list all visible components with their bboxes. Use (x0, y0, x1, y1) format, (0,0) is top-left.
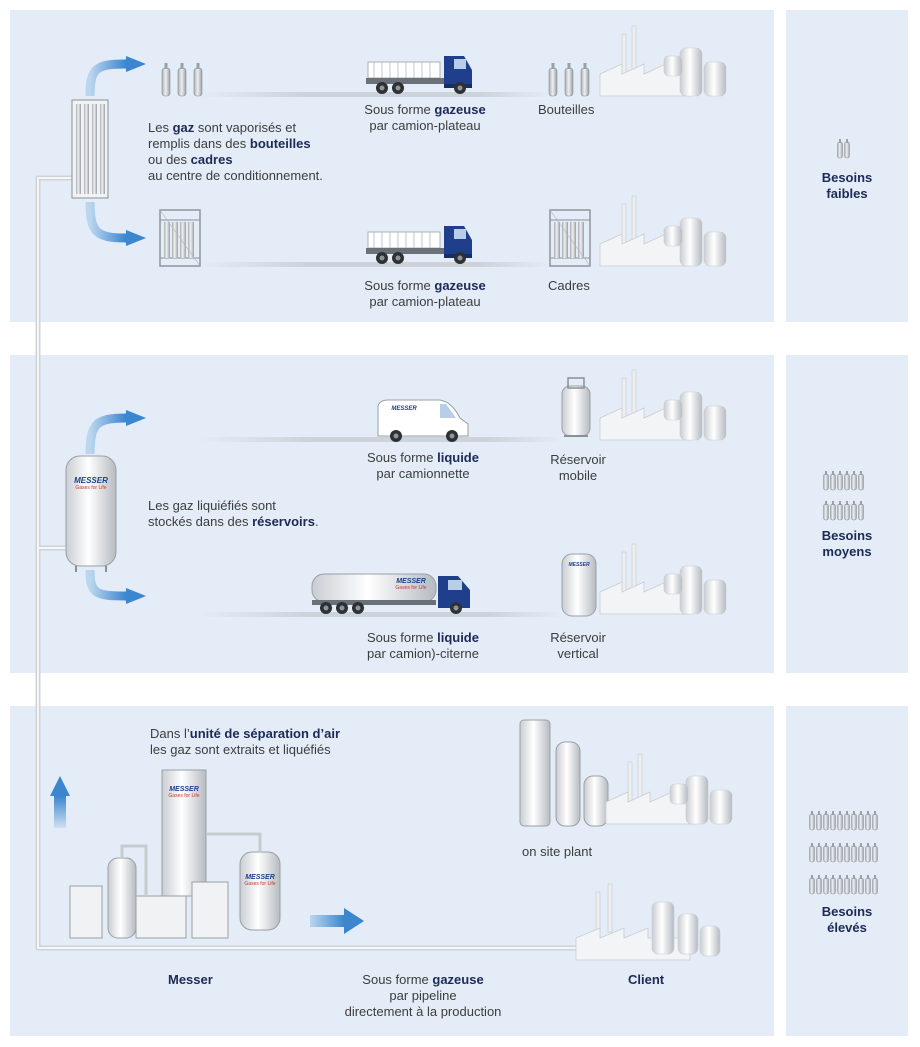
mobile-tank-icon (561, 377, 591, 437)
air-separation-unit-icon (69, 769, 281, 939)
vertical-tank-icon (561, 553, 597, 617)
low-intro-segment: ou des (148, 152, 191, 167)
logo-tank: MESSER Gases for Life (74, 476, 108, 491)
low-intro-segment: cadres (190, 152, 233, 167)
low-intro-segment: gaz (172, 120, 195, 135)
low-intro-segment: Les (148, 120, 173, 135)
logo-vertical-tank: MESSER (568, 562, 590, 568)
low-route1-destination: Bouteilles (538, 102, 595, 117)
low-intro-segment: sont vaporisés et (194, 120, 297, 135)
medium-route1-mode: Sous forme liquide par camionnette (367, 450, 479, 481)
needs-medium-icon (823, 470, 864, 521)
tanker-truck-icon (311, 573, 470, 614)
low-intro-segment: bouteilles (249, 136, 311, 151)
client-factory-icon (575, 883, 721, 961)
medium-intro-text: Les gaz liquiéfiés sont stockés dans des… (148, 498, 319, 529)
logo-van: MESSER (391, 406, 417, 412)
low-intro-segment: remplis dans des (148, 136, 250, 151)
on-site-plant-label: on site plant (522, 844, 593, 859)
logo-asu-tank: MESSER Gases for Life (244, 874, 276, 887)
logo-tanker: MESSER Gases for Life (395, 578, 427, 591)
needs-high-panel (786, 706, 908, 1036)
storage-tank-icon (65, 455, 117, 572)
low-route2-destination: Cadres (548, 278, 590, 293)
low-intro-segment: au centre de conditionnement. (148, 168, 323, 183)
on-site-plant-icon (519, 719, 609, 827)
vaporizer-icon (71, 99, 109, 199)
needs-high-icon (809, 810, 878, 895)
needs-low-icon (837, 138, 850, 159)
logo-asu: MESSER Gases for Life (168, 786, 200, 799)
low-route2-mode: Sous forme gazeuse par camion-plateau (364, 278, 486, 309)
client-label: Client (628, 972, 665, 987)
section-high-panel (10, 706, 774, 1036)
low-route1-mode: Sous forme gazeuse par camion-plateau (364, 102, 486, 133)
van-icon (377, 399, 469, 442)
source-label: Messer (168, 972, 213, 987)
needs-low-panel (786, 10, 908, 322)
medium-route2-mode: Sous forme liquide par camion)-citerne (367, 630, 479, 661)
high-intro-text: Dans l’unité de séparation d’air les gaz… (150, 726, 341, 757)
high-mode-text: Sous forme gazeuse par pipeline directem… (344, 972, 502, 1019)
